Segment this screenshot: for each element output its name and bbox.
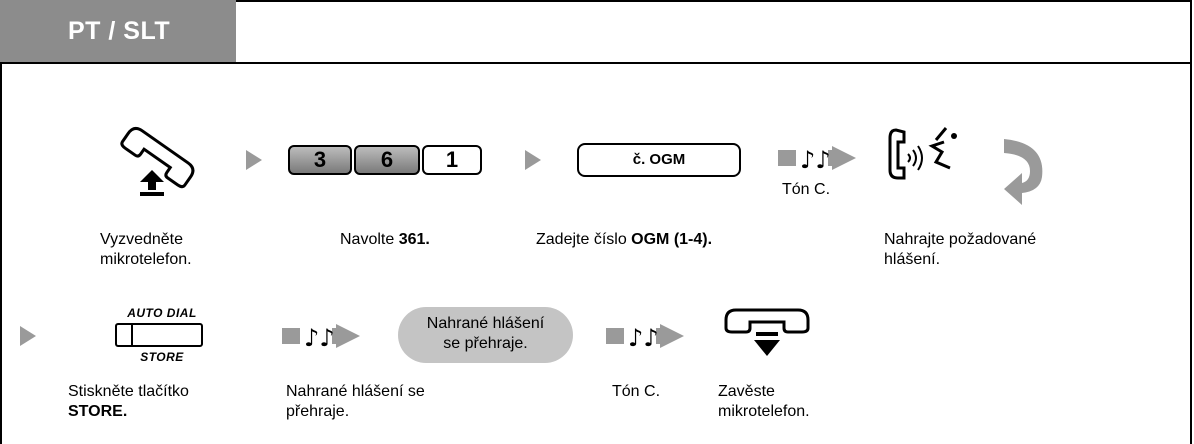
key-6-label: 6 [380,147,394,172]
caption-hangup-line2: mikrotelefon. [718,403,810,420]
caption-ogm-text: Zadejte číslo [536,231,632,248]
handset-hangup-icon [724,308,810,356]
header-tab-label: PT / SLT [68,16,171,45]
caption-hangup-line1: Zavěste [718,383,775,400]
tone-icon: ♪♪ [606,324,684,352]
handset-lift-icon [120,126,195,196]
caption-record-line2: hlášení. [884,251,941,268]
playback-bubble: Nahrané hlášení se přehraje. [398,307,573,363]
key-1-label: 1 [445,147,459,172]
key-1: 1 [422,145,482,175]
svg-text:♪♪: ♪♪ [800,146,831,174]
caption-playback: Nahrané hlášení se přehraje. [286,382,425,422]
autodial-label: AUTO DIAL [127,306,197,320]
tone-icon: ♪♪ [778,146,856,174]
header-tab: PT / SLT [0,0,236,62]
caption-record: Nahrajte požadované hlášení. [884,230,1036,270]
caption-store: Stiskněte tlačítko STORE. [68,382,189,422]
caption-dial: Navolte 361. [340,230,430,250]
caption-ogm-range: OGM (1-4). [631,231,713,248]
key-6: 6 [354,145,420,175]
store-label: STORE [140,350,184,364]
return-arrow-icon [1004,139,1043,205]
caption-dial-number: 361. [398,231,430,248]
step-arrow-icon [246,150,262,170]
tone-caption-2: Tón C. [612,383,661,400]
bubble-line1: Nahrané hlášení [426,315,545,332]
tone-caption-1: Tón C. [782,181,831,198]
speaking-handset-icon [888,127,957,180]
caption-ogm: Zadejte číslo OGM (1-4). [536,230,712,250]
caption-lift-line2: mikrotelefon. [100,251,192,268]
step-arrow-icon [20,326,36,346]
key-3-label: 3 [313,147,327,172]
key-3: 3 [288,145,352,175]
tone-icon: ♪♪ [282,324,360,352]
caption-lift: Vyzvedněte mikrotelefon. [100,230,192,270]
caption-lift-line1: Vyzvedněte [100,231,184,248]
svg-text:♪♪: ♪♪ [628,324,659,352]
caption-store-line2: STORE. [68,403,128,420]
caption-record-line1: Nahrajte požadované [884,231,1037,248]
caption-playback-line2: přehraje. [286,403,350,420]
svg-text:♪♪: ♪♪ [304,324,335,352]
header-divider [0,62,1192,64]
caption-playback-line1: Nahrané hlášení se [286,383,425,400]
bubble-line2: se přehraje. [443,335,528,352]
caption-store-line1: Stiskněte tlačítko [68,383,189,400]
caption-dial-text: Navolte [340,231,399,248]
ogm-number-box: č. OGM [577,143,741,177]
step-arrow-icon [525,150,541,170]
caption-hangup: Zavěste mikrotelefon. [718,382,810,422]
store-button [115,323,203,347]
